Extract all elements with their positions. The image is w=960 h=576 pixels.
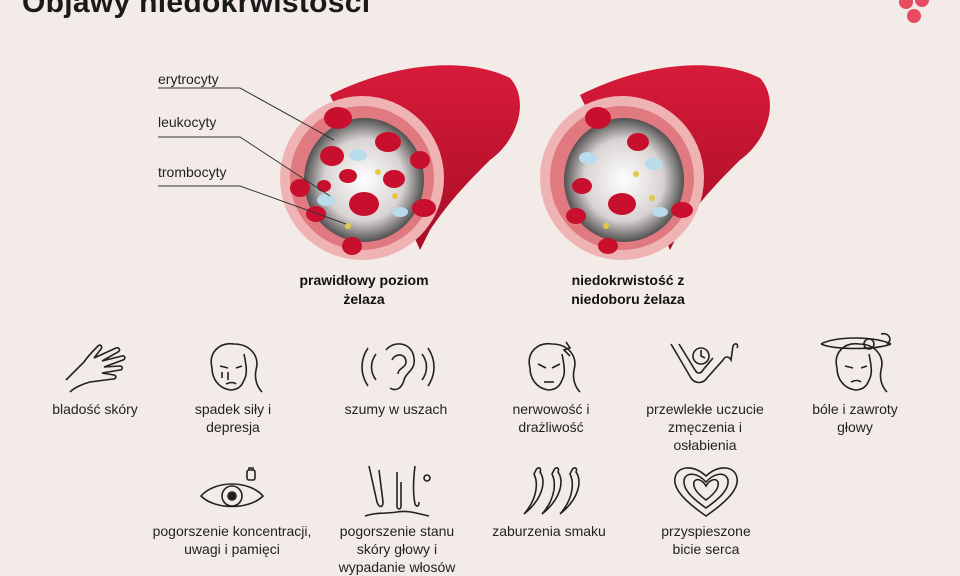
caption-anemia-line1: niedokrwistość z	[571, 272, 685, 288]
hand-icon	[65, 344, 126, 393]
ear-icon	[361, 343, 435, 391]
sad-face-icon	[210, 343, 263, 393]
symptom-hair-loss: pogorszenie stanu skóry głowy i wypadani…	[302, 462, 492, 576]
symptom-irritability-text: nerwowość i drażliwość	[512, 401, 590, 435]
symptom-hair-loss-text: pogorszenie stanu skóry głowy i wypadani…	[338, 523, 456, 575]
blood-vessels-diagram	[158, 65, 770, 260]
caption-normal-line1: prawidłowy poziom	[299, 272, 429, 288]
erythrocytes-pointer	[158, 87, 335, 141]
symptom-headache-text: bóle i zawroty głowy	[812, 401, 898, 435]
symptom-weakness-depression: spadek siły i depresja	[138, 338, 328, 436]
symptom-concentration-text: pogorszenie koncentracji, uwagi i pamięc…	[152, 523, 312, 557]
symptom-fatigue: przewlekłe uczucie zmęczenia i osłabieni…	[610, 338, 800, 454]
leukocytes-pointer	[158, 136, 331, 197]
headache-icon	[820, 332, 892, 393]
symptom-headache: bóle i zawroty głowy	[760, 330, 950, 436]
symptom-weakness-depression-text: spadek siły i depresja	[194, 401, 272, 435]
symptom-irritability: nerwowość i drażliwość	[456, 338, 646, 436]
caption-anemia: niedokrwistość z niedoboru żelaza	[538, 271, 718, 309]
symptom-pale-skin-text: bladość skóry	[52, 401, 138, 417]
irritated-face-icon	[528, 341, 581, 393]
eye-icon	[199, 467, 265, 508]
symptom-palpitations-text: przyspieszone bicie serca	[661, 523, 751, 557]
caption-normal-line2: żelaza	[343, 291, 385, 307]
symptom-taste: zaburzenia smaku	[454, 462, 644, 540]
vessel-anemia	[540, 65, 770, 260]
label-thrombocytes: trombocyty	[158, 164, 227, 180]
thrombocytes-pointer	[158, 185, 347, 225]
hair-follicle-icon	[364, 465, 431, 517]
caption-normal: prawidłowy poziom żelaza	[274, 271, 454, 309]
vessel-normal	[280, 65, 520, 260]
label-erythrocytes: erytrocyty	[158, 71, 219, 87]
brand-logo	[899, 0, 929, 23]
chili-peppers-icon	[523, 467, 580, 515]
symptom-concentration: pogorszenie koncentracji, uwagi i pamięc…	[137, 466, 327, 558]
symptom-taste-text: zaburzenia smaku	[492, 523, 606, 539]
symptom-palpitations: przyspieszone bicie serca	[611, 462, 801, 558]
caption-anemia-line2: niedoboru żelaza	[571, 291, 685, 307]
heart-icon	[674, 467, 738, 517]
symptom-pale-skin: bladość skóry	[0, 338, 190, 418]
symptom-tinnitus-text: szumy w uszach	[344, 401, 448, 417]
label-leukocytes: leukocyty	[158, 114, 217, 130]
page-title: Objawy niedokrwistości	[22, 0, 371, 19]
symptom-fatigue-text: przewlekłe uczucie zmęczenia i osłabieni…	[646, 401, 764, 453]
tired-arm-icon	[670, 343, 739, 384]
symptom-tinnitus: szumy w uszach	[301, 338, 491, 418]
